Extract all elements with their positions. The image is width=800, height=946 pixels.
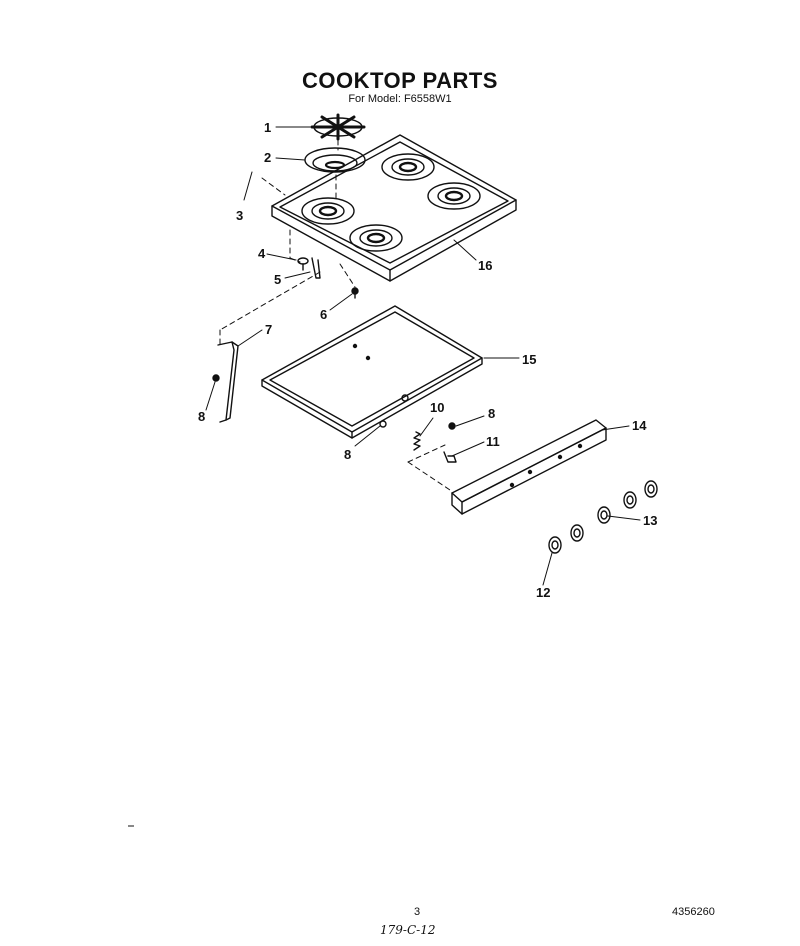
knob-back-right xyxy=(644,480,658,498)
callout-6: 6 xyxy=(320,307,327,322)
page-title: COOKTOP PARTS xyxy=(302,68,498,93)
callout-12: 12 xyxy=(536,585,550,600)
burner-ring-back-right xyxy=(381,153,435,181)
control-panel xyxy=(451,419,607,515)
knob-back-left xyxy=(623,491,637,509)
callout-8-right: 8 xyxy=(488,406,495,421)
callout-13: 13 xyxy=(643,513,657,528)
spring-clip xyxy=(413,431,421,451)
callout-16: 16 xyxy=(478,258,492,273)
callout-14: 14 xyxy=(632,418,647,433)
screw-8-left xyxy=(212,374,220,382)
knob-front-mid xyxy=(570,524,584,542)
cooktop-panel xyxy=(271,134,517,282)
burner-ring-front-right xyxy=(427,182,481,210)
callout-2: 2 xyxy=(264,150,271,165)
burner-grate xyxy=(310,113,366,141)
alignment-lines xyxy=(219,139,451,491)
burner-ring-front-left xyxy=(349,224,403,252)
document-number: 4356260 xyxy=(672,906,715,918)
burner-bracket xyxy=(311,257,321,279)
burner-ring-back-left xyxy=(301,197,355,225)
model-subtitle: For Model: F6558W1 xyxy=(348,93,452,105)
burner-screw xyxy=(297,257,309,271)
callout-11: 11 xyxy=(486,434,500,449)
screw-9 xyxy=(448,422,456,430)
hinge-bracket xyxy=(443,451,457,463)
callout-7: 7 xyxy=(265,322,272,337)
callout-1: 1 xyxy=(264,120,271,135)
burner-box xyxy=(261,305,483,439)
mounting-screw xyxy=(351,287,359,299)
callout-3: 3 xyxy=(236,208,243,223)
drip-bowl xyxy=(304,147,366,173)
callout-8-center: 8 xyxy=(344,447,351,462)
side-trim xyxy=(217,341,239,423)
leader-lines xyxy=(205,126,641,586)
callout-8-left: 8 xyxy=(198,409,205,424)
handwritten-note: 179-C-12 xyxy=(380,923,436,937)
callout-15: 15 xyxy=(522,352,536,367)
callout-5: 5 xyxy=(274,272,281,287)
screw-8-center xyxy=(379,420,387,428)
callout-4: 4 xyxy=(258,246,266,261)
knob-back-mid xyxy=(597,506,611,524)
callout-10: 10 xyxy=(430,400,444,415)
knob-front-left xyxy=(548,536,562,554)
page-number: 3 xyxy=(414,906,421,918)
